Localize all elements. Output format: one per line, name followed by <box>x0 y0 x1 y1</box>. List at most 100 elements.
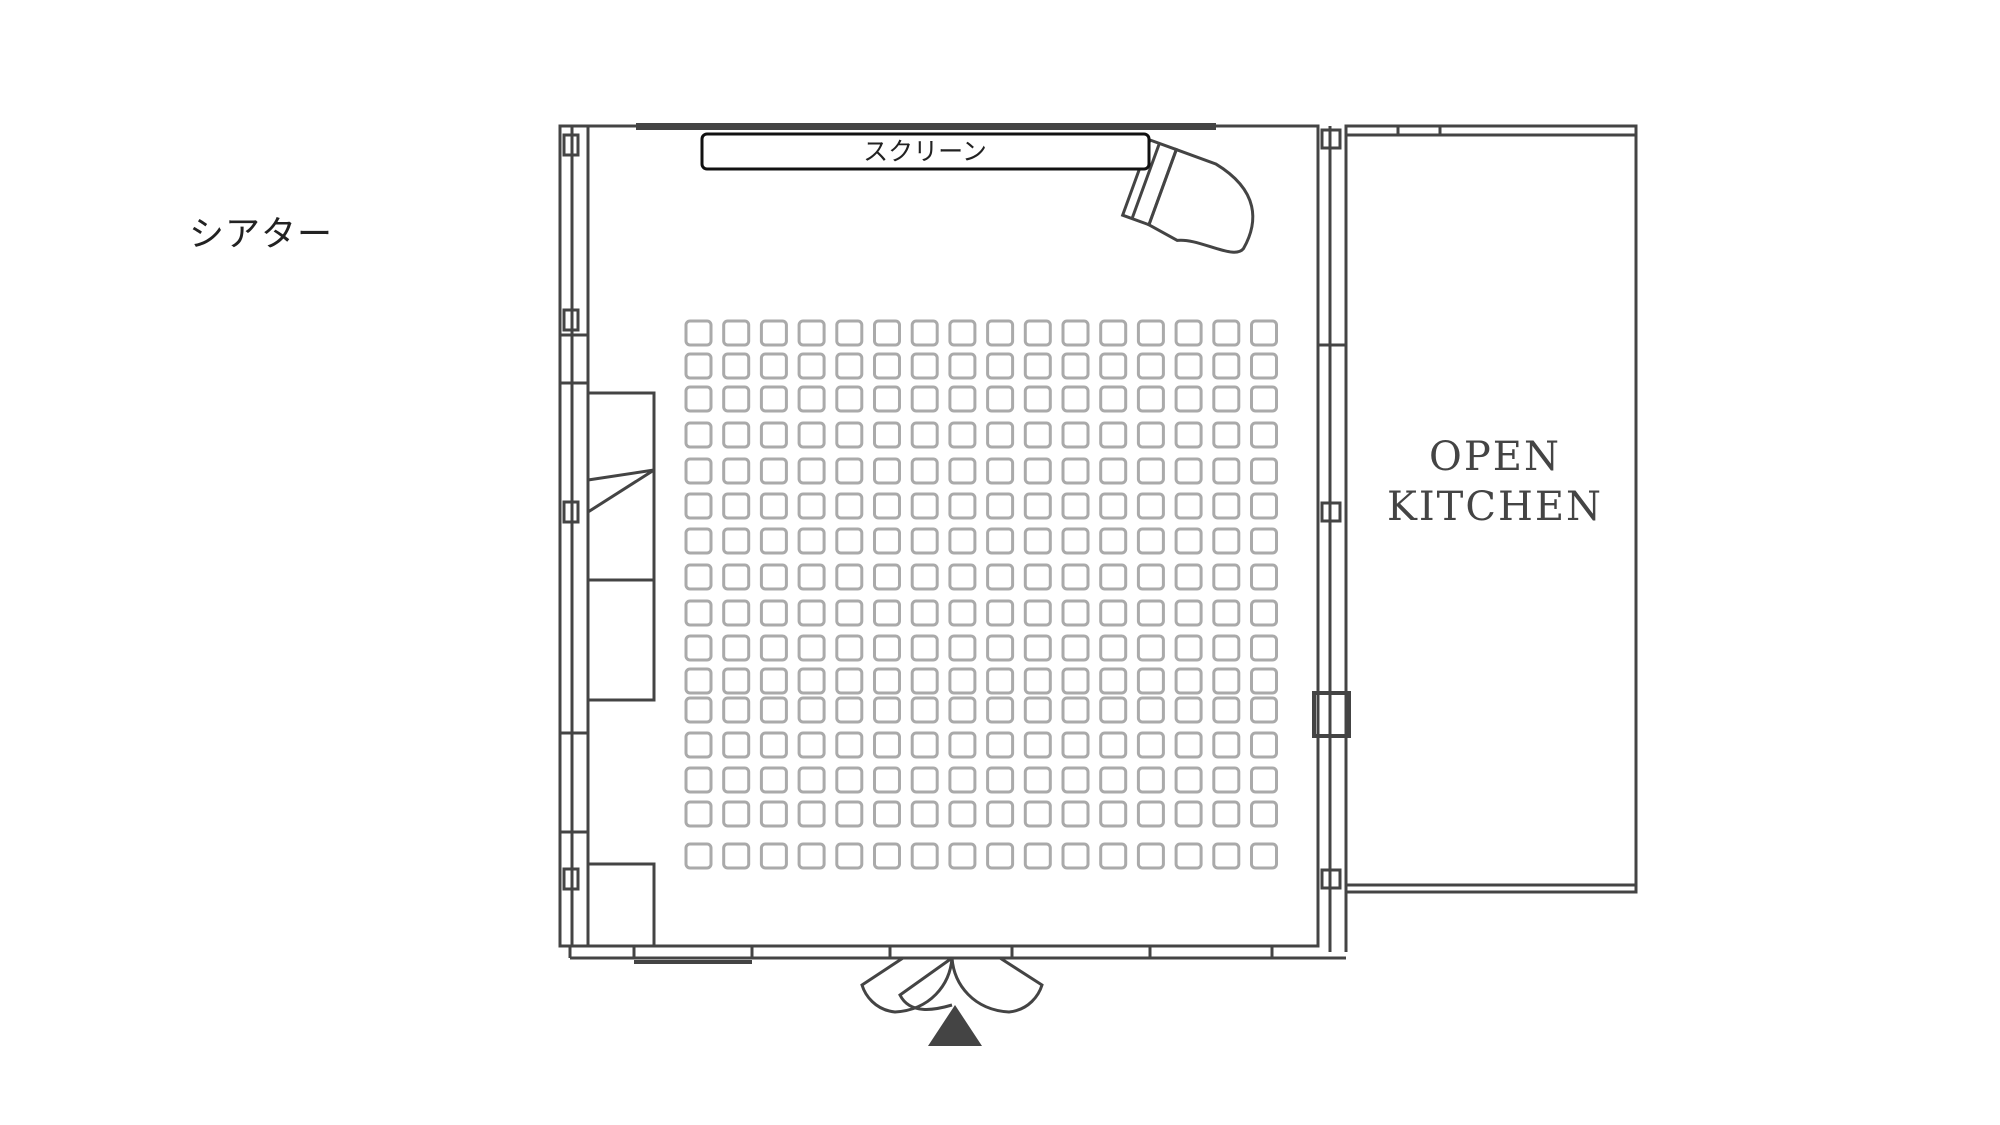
seat <box>948 527 977 555</box>
seat <box>873 421 901 449</box>
seat <box>948 563 977 591</box>
seat <box>1174 421 1203 449</box>
seat <box>986 731 1015 759</box>
seat <box>1250 634 1278 662</box>
seat <box>873 319 901 347</box>
seat <box>948 599 977 627</box>
seat <box>1061 634 1090 662</box>
seat <box>835 766 864 794</box>
seat <box>948 492 977 520</box>
seat <box>1212 563 1241 591</box>
seat <box>873 599 901 627</box>
seat <box>1023 457 1052 485</box>
seat <box>835 696 864 724</box>
seat <box>759 385 788 413</box>
seat <box>1136 563 1165 591</box>
kitchen-label-line1: OPEN <box>1429 434 1561 480</box>
seat <box>1174 385 1203 413</box>
entrance-doors[interactable] <box>860 956 1044 1014</box>
seat <box>948 731 977 759</box>
seat <box>873 457 901 485</box>
seat <box>986 599 1015 627</box>
seat <box>1023 352 1052 380</box>
seat <box>1174 319 1203 347</box>
seat <box>684 731 713 759</box>
seat <box>1099 457 1128 485</box>
seat <box>1061 563 1090 591</box>
seat <box>684 766 713 794</box>
seat <box>684 842 713 870</box>
seat <box>835 527 864 555</box>
seating-grid <box>684 319 1278 870</box>
seat <box>1212 731 1241 759</box>
seat <box>1023 319 1052 347</box>
seat <box>1136 599 1165 627</box>
seat <box>722 800 751 828</box>
seat <box>835 563 864 591</box>
seat <box>1250 800 1278 828</box>
seat <box>1099 696 1128 724</box>
seat <box>1174 696 1203 724</box>
seat <box>684 527 713 555</box>
seat <box>1023 800 1052 828</box>
seat <box>684 385 713 413</box>
seat <box>986 667 1015 695</box>
seat <box>684 634 713 662</box>
seat <box>1136 634 1165 662</box>
seat <box>1136 352 1165 380</box>
seat <box>1250 492 1278 520</box>
seat <box>948 457 977 485</box>
seat <box>1061 731 1090 759</box>
seat <box>684 800 713 828</box>
seat <box>1136 667 1165 695</box>
seat <box>722 563 751 591</box>
seat <box>1174 766 1203 794</box>
seat <box>1061 492 1090 520</box>
seat <box>835 352 864 380</box>
seat <box>759 842 788 870</box>
seat <box>1023 667 1052 695</box>
seat <box>1099 352 1128 380</box>
seat <box>873 667 901 695</box>
seat <box>759 563 788 591</box>
seat <box>1023 421 1052 449</box>
seat <box>1212 527 1241 555</box>
seat <box>1212 385 1241 413</box>
seat <box>910 319 939 347</box>
theater-room-outline <box>558 124 1320 948</box>
seat <box>835 599 864 627</box>
seat <box>1212 319 1241 347</box>
seat <box>1023 492 1052 520</box>
seat <box>797 696 826 724</box>
seat <box>986 696 1015 724</box>
screen <box>700 132 1151 171</box>
seat <box>948 842 977 870</box>
seat <box>910 527 939 555</box>
seat <box>1061 421 1090 449</box>
seat <box>986 319 1015 347</box>
seat <box>1174 731 1203 759</box>
seat <box>797 352 826 380</box>
seat <box>986 385 1015 413</box>
seat <box>684 667 713 695</box>
seat <box>722 457 751 485</box>
seat <box>910 563 939 591</box>
seat <box>873 352 901 380</box>
seat <box>759 731 788 759</box>
seat <box>835 634 864 662</box>
seat <box>1174 634 1203 662</box>
seat <box>835 667 864 695</box>
seat <box>1136 842 1165 870</box>
seat <box>986 634 1015 662</box>
seat <box>948 421 977 449</box>
seat <box>1212 352 1241 380</box>
seat <box>1212 842 1241 870</box>
seat <box>948 766 977 794</box>
seat <box>1061 457 1090 485</box>
seat <box>1061 599 1090 627</box>
seat <box>684 457 713 485</box>
seat <box>1061 842 1090 870</box>
seat <box>1174 527 1203 555</box>
seat <box>986 800 1015 828</box>
